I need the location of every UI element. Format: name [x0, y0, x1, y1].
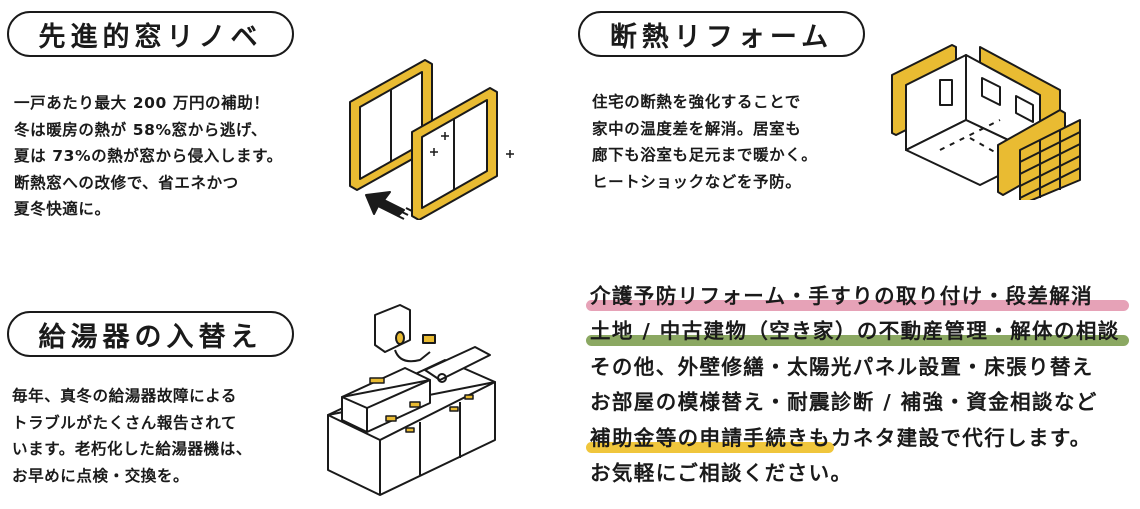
text-line: 夏は 73%の熱が窓から侵入します。: [14, 147, 283, 165]
water-heater-description: 毎年、真冬の給湯器故障による トラブルがたくさん報告されて います。老朽化した給…: [12, 383, 252, 489]
window-frames-illustration: [349, 59, 514, 220]
text-line: ヒートショックなどを予防。: [592, 172, 802, 191]
text-line: 一戸あたり最大 200 万円の補助！: [14, 94, 270, 112]
insulation-description: 住宅の断熱を強化することで 家中の温度差を解消。居室も 廊下も浴室も足元まで暖か…: [592, 89, 817, 195]
services-list: 介護予防リフォーム・手すりの取り付け・段差解消 土地 / 中古建物（空き家）の不…: [586, 279, 1129, 491]
service-line-remodel: お部屋の模様替え・耐震診断 / 補強・資金相談など: [590, 385, 1120, 420]
service-text: お気軽にご相談ください。: [590, 460, 853, 485]
kitchen-water-heater-illustration: [327, 304, 496, 496]
text-line: います。老朽化した給湯器機は、: [12, 440, 252, 458]
text-line: 家中の温度差を解消。居室も: [592, 119, 802, 138]
windows-description: 一戸あたり最大 200 万円の補助！ 冬は暖房の熱が 58%窓から逃げ、 夏は …: [14, 90, 283, 223]
text-line: 住宅の断熱を強化することで: [592, 93, 801, 111]
service-text: 介護予防リフォーム・手すりの取り付け・段差解消: [590, 284, 1094, 308]
service-text: その他、外壁修繕・太陽光パネル設置・床張り替え: [590, 354, 1094, 379]
text-line: 夏冬快適に。: [14, 200, 111, 218]
text-line: 毎年、真冬の給湯器故障による: [12, 387, 237, 405]
service-text: 土地 / 中古建物（空き家）の不動産管理・解体の相談: [590, 319, 1120, 344]
room-insulation-illustration: [891, 44, 1081, 200]
title-windows: 先進的窓リノベ: [7, 11, 294, 57]
service-text: お部屋の模様替え・耐震診断 / 補強・資金相談など: [590, 390, 1098, 415]
service-text: もカネタ建設で代行します。: [809, 425, 1092, 450]
service-line-contact: お気軽にご相談ください。: [590, 456, 1120, 491]
yellow-highlight: [586, 441, 834, 453]
arrow-icon: [365, 191, 413, 220]
service-line-care: 介護予防リフォーム・手すりの取り付け・段差解消: [586, 279, 1129, 314]
text-line: 断熱窓への改修で、省エネかつ: [14, 173, 239, 192]
text-line: お早めに点検・交換を。: [12, 466, 190, 485]
title-insulation: 断熱リフォーム: [578, 11, 865, 57]
green-highlight: [586, 335, 1129, 347]
text-line: 冬は暖房の熱が 58%窓から逃げ、: [14, 120, 268, 139]
service-line-other: その他、外壁修繕・太陽光パネル設置・床張り替え: [590, 350, 1120, 385]
text-line: トラブルがたくさん報告されて: [12, 413, 237, 432]
service-line-subsidy: 補助金等の申請手続きもカネタ建設で代行します。: [586, 421, 1120, 456]
service-line-realestate: 土地 / 中古建物（空き家）の不動産管理・解体の相談: [586, 314, 1129, 349]
text-line: 廊下も浴室も足元まで暖かく。: [592, 146, 818, 164]
sparkle-icon: [430, 132, 514, 158]
title-water-heater: 給湯器の入替え: [7, 311, 294, 357]
pink-highlight: [586, 300, 1129, 311]
service-text-highlighted: 補助金等の申請手続き: [590, 425, 809, 450]
